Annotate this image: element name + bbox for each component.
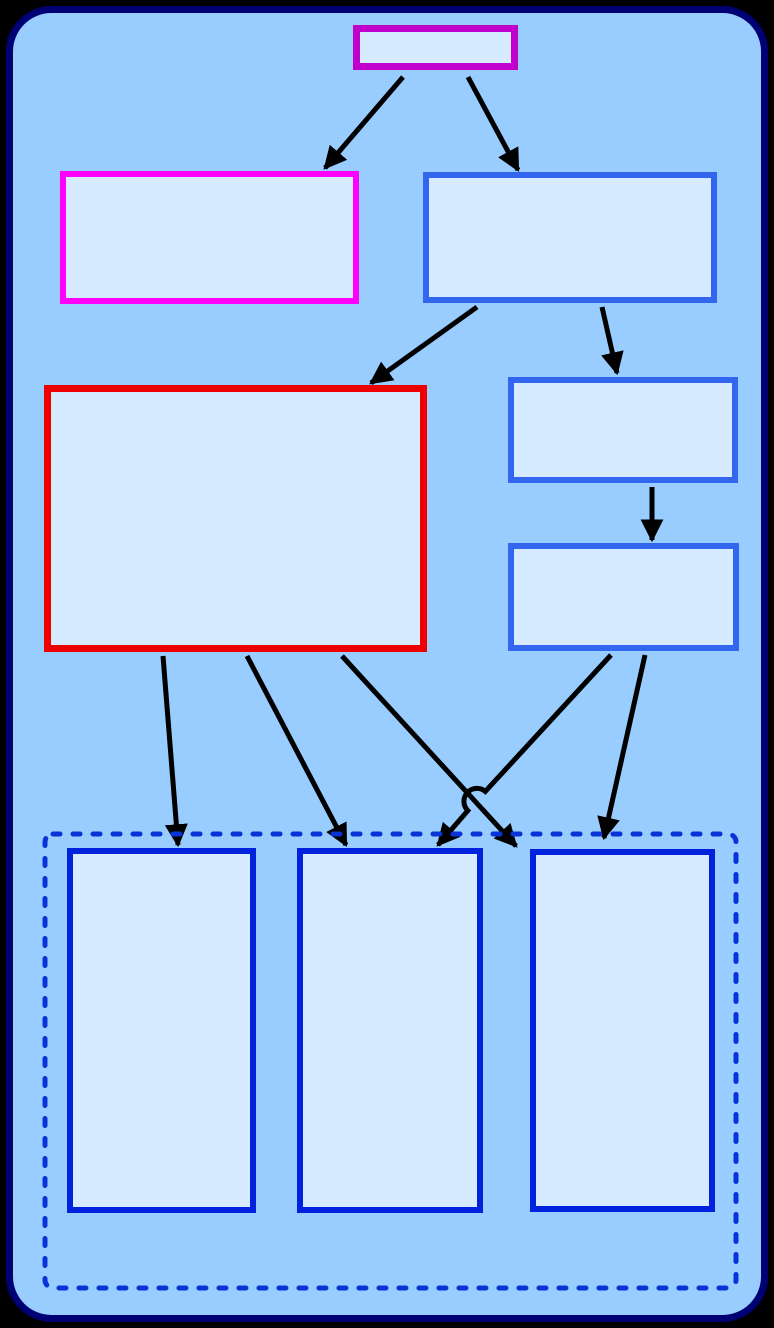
output-box-2 bbox=[297, 848, 483, 1213]
side-box-1 bbox=[508, 377, 738, 483]
right-box bbox=[423, 172, 717, 303]
arrow-side-box-2-to-output-box-3 bbox=[597, 654, 648, 841]
output-box-3 bbox=[530, 849, 715, 1212]
arrow-right-box-to-red-box bbox=[369, 304, 479, 386]
arrow-right-box-to-side-box-1 bbox=[599, 306, 624, 376]
output-group bbox=[42, 831, 739, 1291]
arrow-red-box-to-output-box-3 bbox=[340, 654, 518, 848]
arrow-top-box-to-left-box bbox=[323, 75, 405, 170]
arrow-red-box-to-output-box-1 bbox=[160, 655, 188, 848]
side-box-2 bbox=[508, 543, 739, 651]
arrow-top-box-to-right-box bbox=[465, 75, 521, 173]
left-box bbox=[60, 171, 359, 304]
output-box-1 bbox=[67, 848, 256, 1213]
arrow-side-box-2-to-output-box-2-with-hop bbox=[436, 653, 613, 847]
arrow-red-box-to-output-box-2 bbox=[244, 654, 349, 848]
red-box bbox=[44, 385, 427, 652]
top-box bbox=[353, 25, 518, 70]
